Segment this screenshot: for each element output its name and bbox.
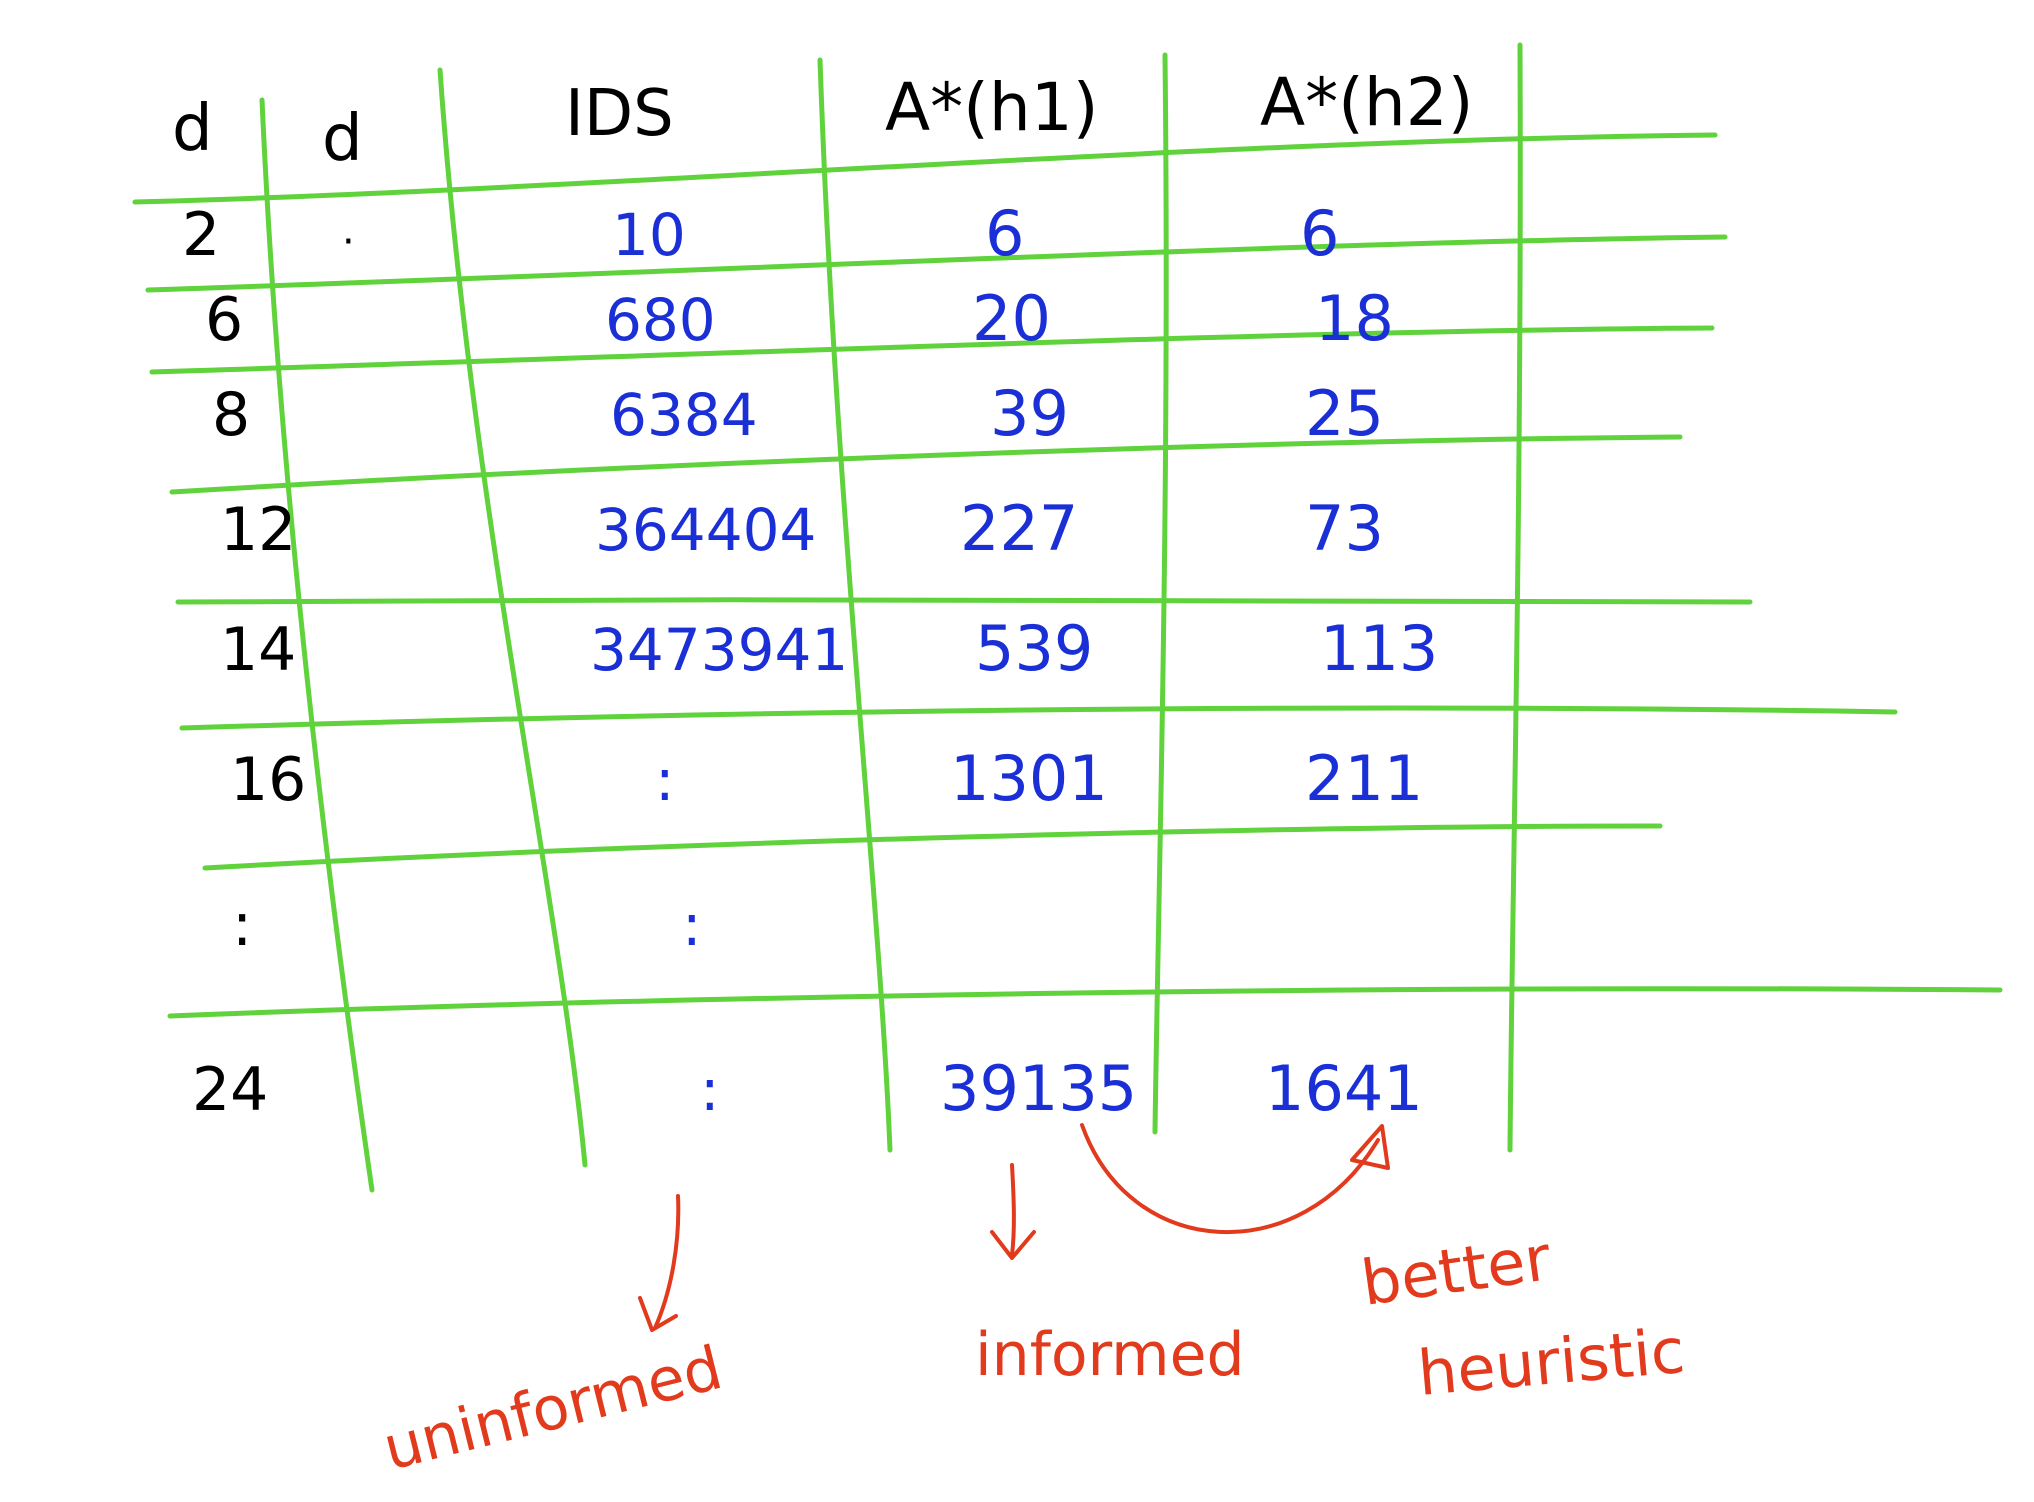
cell-astar-h1: 20 bbox=[972, 282, 1051, 355]
table-row: 2 · 10 6 6 bbox=[182, 197, 1339, 270]
uninformed-label: uninformed bbox=[377, 1333, 729, 1485]
cell-ids: 3473941 bbox=[590, 616, 848, 684]
uninformed-arrowhead bbox=[638, 1296, 678, 1332]
informed-arrowhead bbox=[990, 1230, 1036, 1260]
grid-vline-5 bbox=[1507, 42, 1523, 1153]
cell-depth: : bbox=[232, 890, 252, 960]
table-row: 24: 39135 1641 bbox=[192, 1052, 1423, 1125]
grid-hline-6 bbox=[179, 705, 1898, 731]
cell-depth: 2 bbox=[182, 200, 220, 270]
grid-vline-2 bbox=[437, 67, 588, 1168]
grid-hline-2 bbox=[145, 234, 1728, 293]
table-row: 12 364404 227 73 bbox=[220, 492, 1384, 565]
cell-depth: 14 bbox=[220, 615, 296, 685]
cell-d: · bbox=[342, 219, 355, 265]
uninformed-arrow bbox=[653, 1194, 681, 1330]
grid-hline-1 bbox=[132, 132, 1718, 205]
table-row: 14 3473941 539 113 bbox=[220, 612, 1438, 685]
grid-vline-1 bbox=[259, 97, 375, 1193]
cell-astar-h2: 25 bbox=[1305, 377, 1384, 450]
grid-hline-8 bbox=[167, 986, 2003, 1019]
table-row: :: bbox=[232, 890, 702, 960]
cell-ids: 364404 bbox=[595, 496, 816, 564]
cell-astar-h1: 539 bbox=[975, 612, 1093, 685]
table-row: 6 680 20 18 bbox=[205, 282, 1394, 355]
cell-astar-h2: 6 bbox=[1300, 197, 1339, 270]
header-d-1: d bbox=[172, 92, 213, 166]
cell-depth: 6 bbox=[205, 285, 243, 355]
cell-astar-h2: 18 bbox=[1315, 282, 1394, 355]
grid-vline-3 bbox=[817, 57, 893, 1153]
table-grid bbox=[132, 42, 2003, 1193]
grid-hline-4 bbox=[169, 434, 1683, 495]
better-heuristic-curve bbox=[1080, 1123, 1380, 1234]
cell-ids: 6384 bbox=[610, 381, 758, 449]
cell-astar-h2: 1641 bbox=[1265, 1052, 1423, 1125]
cell-astar-h1: 1301 bbox=[950, 742, 1108, 815]
cell-depth: 8 bbox=[212, 380, 250, 450]
table-rows: 2 · 10 6 6 6 680 20 18 8 6384 39 25 12 364404 227 73 14 34… bbox=[182, 197, 1438, 1125]
annotations bbox=[638, 1123, 1390, 1332]
cell-depth: 12 bbox=[220, 495, 296, 565]
cell-astar-h2: 211 bbox=[1305, 742, 1423, 815]
grid-hline-5 bbox=[175, 597, 1753, 605]
grid-vline-4 bbox=[1152, 52, 1169, 1135]
heuristic-label: heuristic bbox=[1415, 1314, 1688, 1410]
cell-astar-h2: 73 bbox=[1305, 492, 1384, 565]
header-d-2: d bbox=[322, 102, 363, 176]
table-row: 8 6384 39 25 bbox=[212, 377, 1384, 450]
cell-ids: : bbox=[700, 1056, 720, 1124]
better-label: better bbox=[1357, 1221, 1556, 1320]
cell-ids: 10 bbox=[612, 201, 686, 269]
cell-depth: 16 bbox=[230, 745, 306, 815]
header-astar-h2: A*(h2) bbox=[1260, 64, 1473, 141]
cell-ids: 680 bbox=[605, 286, 716, 354]
cell-ids: : bbox=[655, 746, 675, 814]
better-heuristic-arrowhead bbox=[1350, 1124, 1390, 1170]
header-astar-h1: A*(h1) bbox=[885, 69, 1098, 146]
informed-label: informed bbox=[975, 1320, 1245, 1390]
table-header: d d IDS A*(h1) A*(h2) bbox=[172, 64, 1473, 176]
grid-hline-3 bbox=[149, 325, 1715, 375]
cell-astar-h1: 39 bbox=[990, 377, 1069, 450]
grid-hline-7 bbox=[202, 823, 1663, 871]
cell-astar-h1: 227 bbox=[960, 492, 1078, 565]
informed-arrow bbox=[1010, 1163, 1016, 1257]
cell-astar-h1: 39135 bbox=[940, 1052, 1137, 1125]
cell-astar-h1: 6 bbox=[985, 197, 1024, 270]
cell-depth: 24 bbox=[192, 1055, 268, 1125]
table-row: 16: 1301 211 bbox=[230, 742, 1423, 815]
annotation-text: uninformed informed better heuristic bbox=[377, 1221, 1688, 1484]
header-ids: IDS bbox=[565, 77, 674, 151]
cell-astar-h2: 113 bbox=[1320, 612, 1438, 685]
cell-ids: : bbox=[682, 891, 702, 959]
